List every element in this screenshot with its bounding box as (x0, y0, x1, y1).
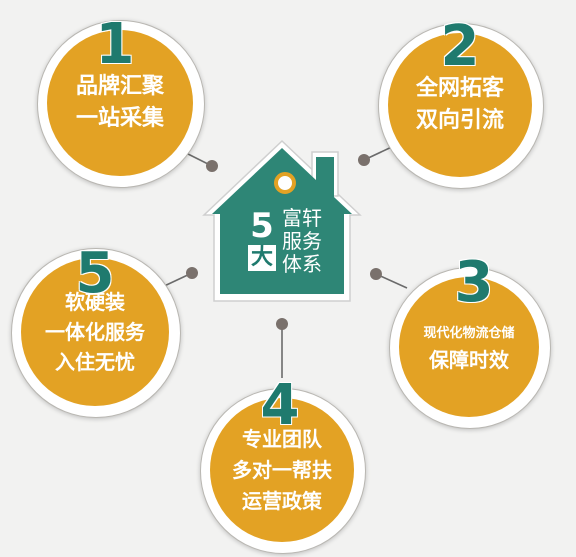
item-label: 专业团队 多对一帮扶 运营政策 (232, 424, 332, 517)
item-number: 5 (75, 241, 115, 306)
item-line: 运营政策 (242, 488, 322, 513)
item-label: 现代化物流仓储 保障时效 (423, 321, 514, 373)
item-line: 专业团队 (242, 426, 322, 451)
item-line: 一体化服务 (45, 320, 145, 344)
item-line: 双向引流 (415, 108, 504, 133)
item-line: 多对一帮扶 (232, 457, 332, 482)
center-line-1: 富轩 (282, 206, 322, 230)
connector-dot-4 (276, 318, 288, 330)
item-number: 4 (260, 373, 300, 438)
center-number: 5 (250, 206, 274, 246)
item-line: 一站采集 (75, 106, 164, 131)
center-line-3: 体系 (282, 252, 322, 276)
connector-dot-2 (358, 154, 370, 166)
item-circle: 专业团队 多对一帮扶 运营政策 (210, 398, 354, 542)
connector-dot-3 (370, 268, 382, 280)
item-line: 入住无忧 (55, 350, 135, 374)
item-4: 专业团队 多对一帮扶 运营政策 4 (200, 378, 366, 554)
item-2: 全网拓客 双向引流 2 (378, 19, 544, 189)
item-5: 软硬装 一体化服务 入住无忧 5 (11, 246, 181, 418)
item-number: 2 (440, 14, 480, 79)
item-circle: 品牌汇聚 一站采集 (47, 30, 193, 176)
item-label: 品牌汇聚 一站采集 (76, 71, 164, 135)
item-label: 全网拓客 双向引流 (416, 73, 504, 137)
house-icon (202, 139, 362, 302)
center-big-char: 大 (248, 245, 276, 271)
item-circle: 全网拓客 双向引流 (388, 33, 532, 177)
item-line: 全网拓客 (415, 76, 504, 101)
item-number: 1 (95, 12, 135, 77)
item-1: 品牌汇聚 一站采集 1 (37, 17, 205, 188)
item-line: 保障时效 (428, 348, 509, 372)
item-3: 现代化物流仓储 保障时效 3 (389, 255, 551, 429)
item-circle: 软硬装 一体化服务 入住无忧 (21, 258, 169, 406)
center-line-2: 服务 (282, 229, 322, 253)
item-line: 软硬装 (65, 290, 125, 314)
house-window-icon (274, 172, 296, 194)
item-label: 软硬装 一体化服务 入住无忧 (45, 287, 145, 377)
item-number: 3 (454, 250, 494, 315)
item-circle: 现代化物流仓储 保障时效 (399, 277, 539, 417)
item-line: 品牌汇聚 (75, 74, 164, 99)
connector-dot-5 (186, 267, 198, 279)
connector-dot-1 (206, 160, 218, 172)
item-line: 现代化物流仓储 (423, 326, 515, 341)
